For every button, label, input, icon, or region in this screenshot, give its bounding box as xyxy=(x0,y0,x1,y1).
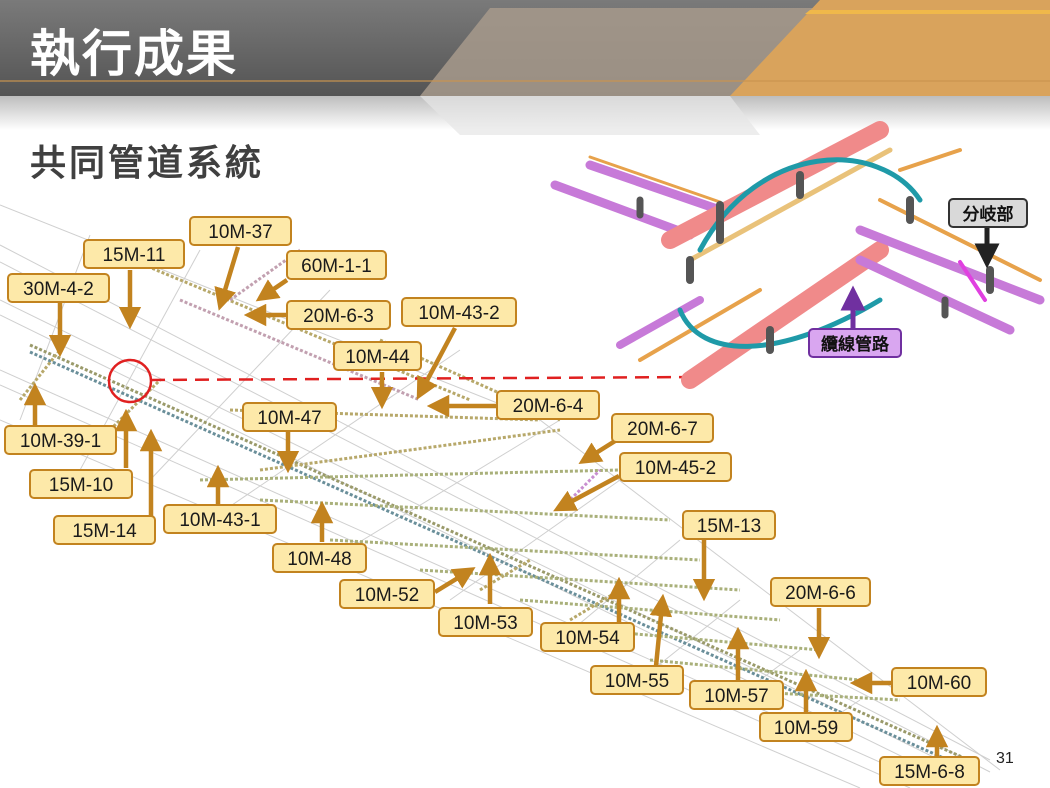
label-15m-13: 15M-13 xyxy=(682,510,776,540)
label-10m-57: 10M-57 xyxy=(689,680,784,710)
label-20m-6-4: 20M-6-4 xyxy=(496,390,600,420)
label-10m-55: 10M-55 xyxy=(590,665,684,695)
page-number: 31 xyxy=(996,750,1014,767)
highlight-dashed-line xyxy=(150,375,697,382)
label-20m-6-7: 20M-6-7 xyxy=(611,413,714,443)
branch-3d-inset xyxy=(550,121,1045,389)
label-20m-6-3: 20M-6-3 xyxy=(286,300,391,330)
page-title: 執行成果 xyxy=(30,25,238,83)
highlight-circle xyxy=(107,358,153,404)
label-10m-60: 10M-60 xyxy=(891,667,987,697)
label-20m-6-6: 20M-6-6 xyxy=(770,577,871,607)
header-banner xyxy=(0,0,1050,135)
label-30m-4-2: 30M-4-2 xyxy=(7,273,110,303)
label-10m-44: 10M-44 xyxy=(333,341,422,371)
label-60m-1-1: 60M-1-1 xyxy=(286,250,387,280)
label-15m-6-8: 15M-6-8 xyxy=(879,756,980,786)
label-10m-52: 10M-52 xyxy=(339,579,435,609)
label-10m-53: 10M-53 xyxy=(438,607,533,637)
label-10m-39-1: 10M-39-1 xyxy=(4,425,117,455)
label-15m-14: 15M-14 xyxy=(53,515,156,545)
label-10m-48: 10M-48 xyxy=(272,543,367,573)
branch-callout: 分岐部 xyxy=(948,198,1028,228)
label-10m-59: 10M-59 xyxy=(759,712,853,742)
label-10m-43-2: 10M-43-2 xyxy=(401,297,517,327)
cable-duct-callout: 纜線管路 xyxy=(808,328,902,358)
label-15m-10: 15M-10 xyxy=(29,469,133,499)
label-10m-54: 10M-54 xyxy=(540,622,635,652)
label-10m-37: 10M-37 xyxy=(189,216,292,246)
label-10m-47: 10M-47 xyxy=(242,402,337,432)
label-10m-43-1: 10M-43-1 xyxy=(163,504,277,534)
label-15m-11: 15M-11 xyxy=(83,239,185,269)
label-10m-45-2: 10M-45-2 xyxy=(619,452,732,482)
section-subtitle: 共同管道系統 xyxy=(30,143,265,184)
